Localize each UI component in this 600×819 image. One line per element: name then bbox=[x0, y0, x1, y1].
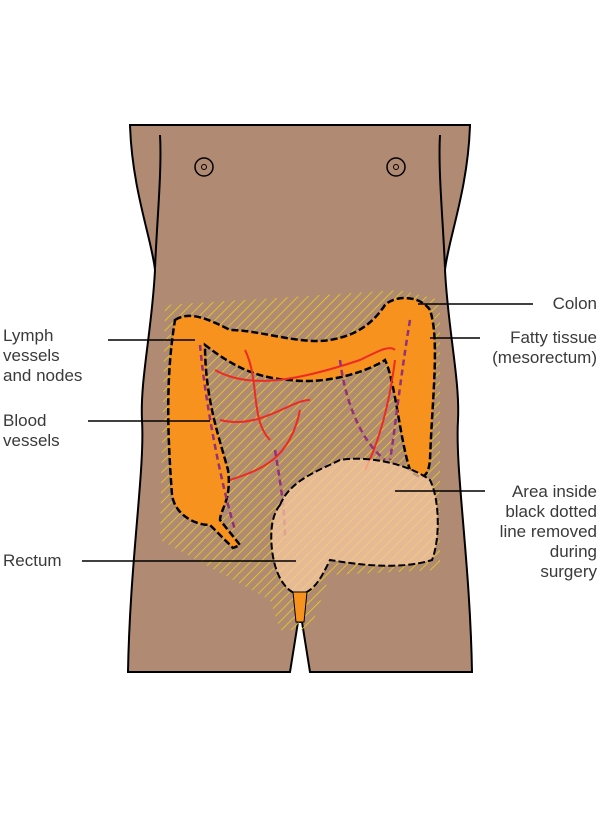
rectum bbox=[292, 591, 308, 623]
label-rectum: Rectum bbox=[3, 551, 62, 570]
label-line: (mesorectum) bbox=[492, 348, 597, 367]
label-removed-area: Area inside black dotted line removed du… bbox=[500, 482, 597, 582]
label-blood: Blood vessels bbox=[3, 411, 60, 451]
right-nipple-center bbox=[393, 164, 399, 170]
label-line: Area inside bbox=[511, 482, 597, 501]
label-fatty-tissue: Fatty tissue (mesorectum) bbox=[492, 328, 597, 368]
label-line: black dotted bbox=[505, 502, 597, 521]
label-line: surgery bbox=[540, 562, 597, 581]
left-nipple-center bbox=[201, 164, 207, 170]
label-line: and nodes bbox=[3, 366, 83, 385]
removed-area bbox=[270, 457, 439, 597]
leader-lines bbox=[82, 303, 533, 562]
label-line: during bbox=[549, 542, 597, 561]
label-line: Fatty tissue bbox=[510, 328, 597, 347]
label-line: Lymph bbox=[3, 326, 54, 345]
right-nipple bbox=[386, 157, 406, 177]
label-line: Blood bbox=[3, 411, 47, 430]
label-lymph: Lymph vessels and nodes bbox=[3, 326, 82, 386]
colon bbox=[167, 296, 437, 550]
label-line: vessels bbox=[3, 431, 60, 450]
label-line: vessels bbox=[3, 346, 60, 365]
label-colon: Colon bbox=[552, 294, 597, 313]
label-line: line removed bbox=[499, 522, 597, 541]
left-arm-line bbox=[154, 134, 162, 269]
left-nipple bbox=[194, 157, 214, 177]
right-arm-line bbox=[438, 134, 446, 269]
